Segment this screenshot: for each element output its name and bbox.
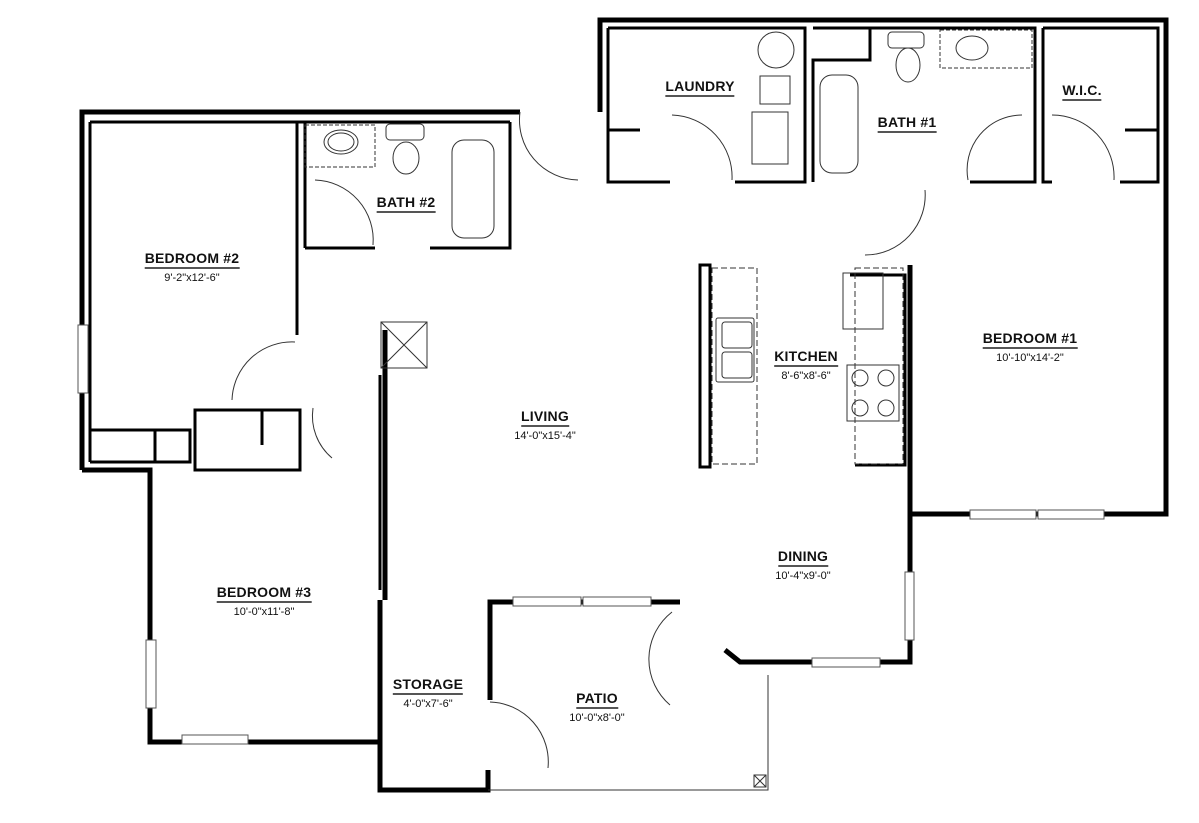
room-name: W.I.C. (1062, 82, 1102, 101)
room-name: BEDROOM #2 (144, 250, 240, 269)
room-dimensions: 10'-0"x11'-8" (233, 606, 295, 618)
room-bedroom-3: BEDROOM #3 10'-0"x11'-8" (216, 584, 312, 618)
room-kitchen: KITCHEN 8'-6"x8'-6" (774, 348, 838, 382)
room-bedroom-2: BEDROOM #2 9'-2"x12'-6" (144, 250, 240, 284)
room-dimensions: 8'-6"x8'-6" (781, 370, 831, 382)
room-name: LAUNDRY (665, 78, 735, 97)
room-dimensions: 10'-0"x8'-0" (569, 712, 625, 724)
room-laundry: LAUNDRY (665, 78, 735, 97)
room-wic: W.I.C. (1062, 82, 1102, 101)
room-storage: STORAGE 4'-0"x7'-6" (392, 676, 464, 710)
room-living: LIVING 14'-0"x15'-4" (514, 408, 576, 442)
room-dimensions: 14'-0"x15'-4" (514, 430, 576, 442)
room-dimensions: 4'-0"x7'-6" (403, 698, 453, 710)
room-name: BEDROOM #3 (216, 584, 312, 603)
room-name: BATH #1 (877, 114, 937, 133)
fixtures (304, 29, 1033, 791)
room-dining: DINING 10'-4"x9'-0" (775, 548, 830, 582)
room-bedroom-1: BEDROOM #1 10'-10"x14'-2" (982, 330, 1078, 364)
room-dimensions: 10'-10"x14'-2" (996, 352, 1064, 364)
room-patio: PATIO 10'-0"x8'-0" (569, 690, 624, 724)
room-dimensions: 10'-4"x9'-0" (775, 570, 831, 582)
room-dimensions: 9'-2"x12'-6" (164, 272, 220, 284)
room-bath-1: BATH #1 (877, 114, 937, 133)
room-name: STORAGE (392, 676, 464, 695)
room-name: LIVING (521, 408, 569, 427)
room-name: DINING (777, 548, 829, 567)
room-name: KITCHEN (774, 348, 838, 367)
windows (77, 324, 1105, 745)
room-name: BATH #2 (376, 194, 436, 213)
exterior-walls (79, 17, 1169, 793)
doors (231, 111, 1115, 769)
room-bath-2: BATH #2 (376, 194, 436, 213)
room-name: PATIO (576, 690, 618, 709)
room-name: BEDROOM #1 (982, 330, 1078, 349)
